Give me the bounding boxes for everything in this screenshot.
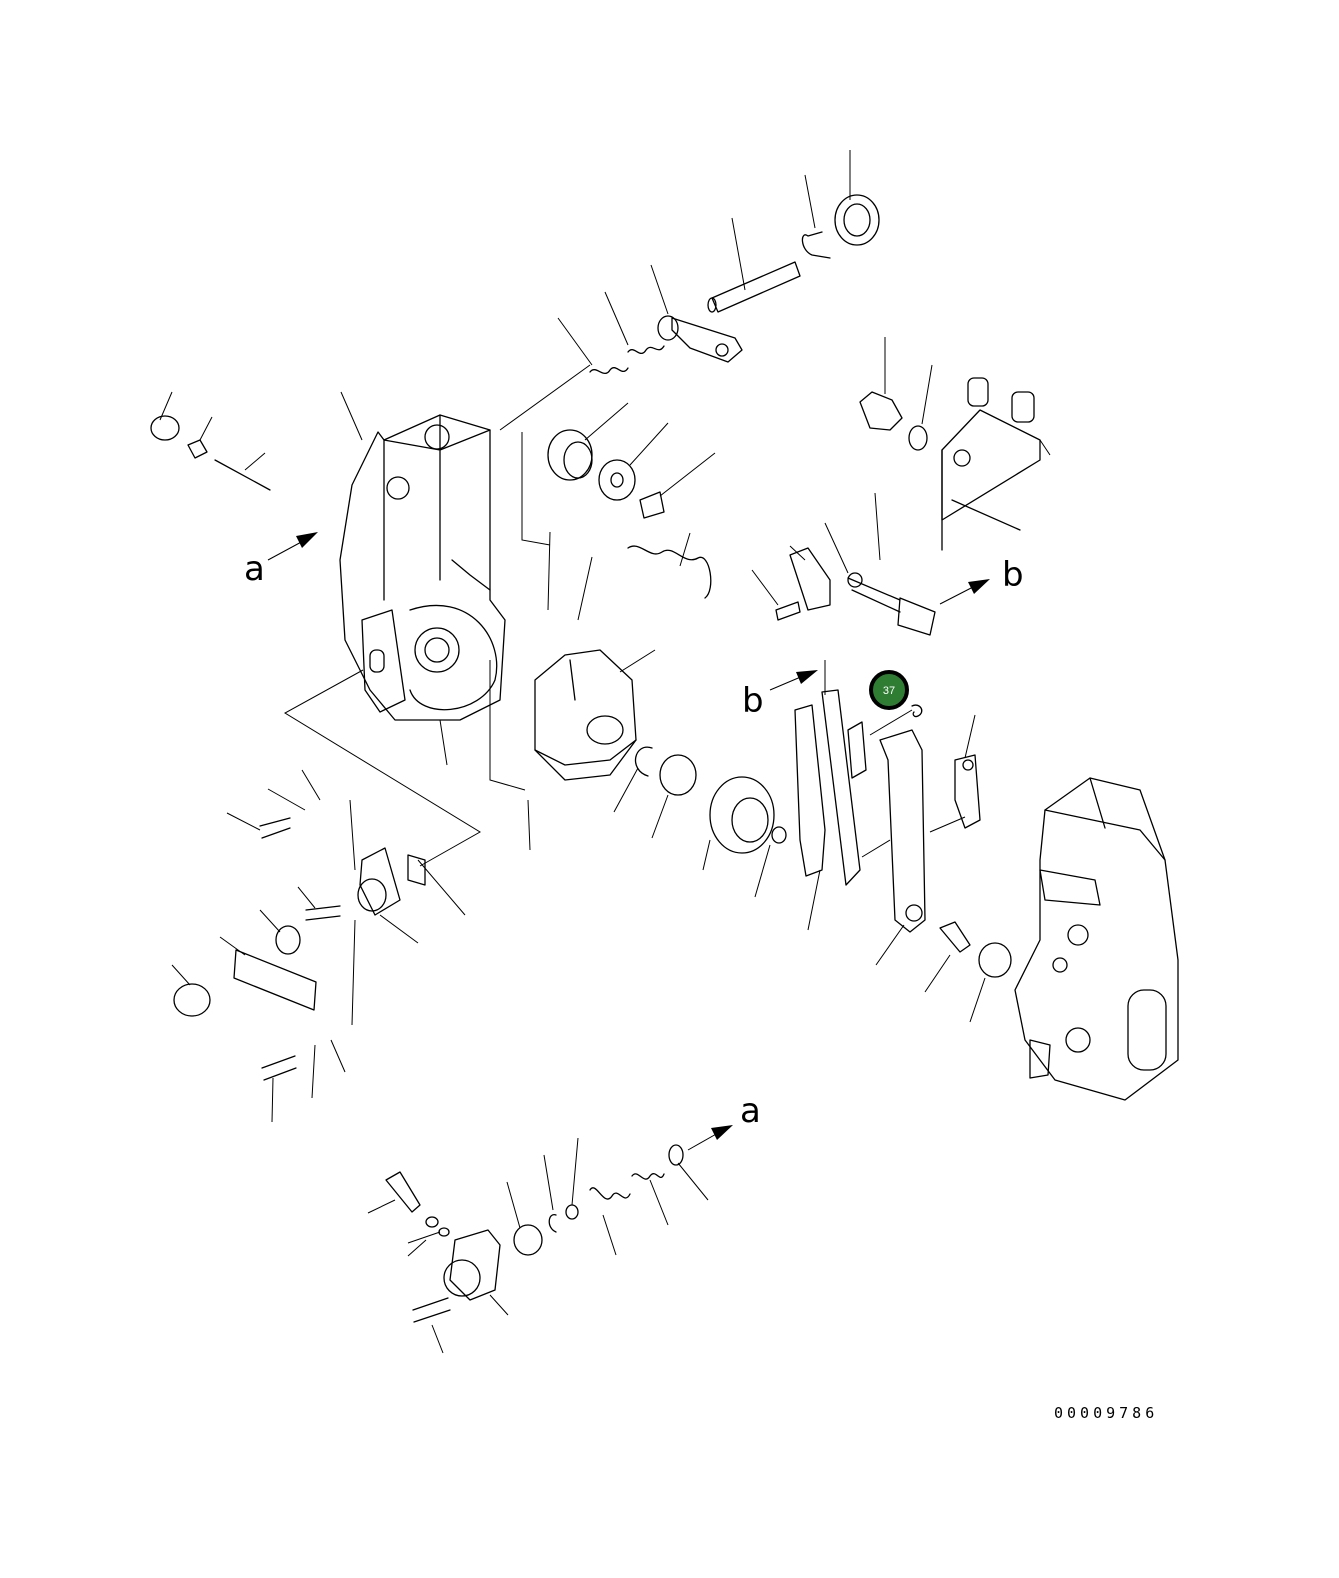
callout-badge-label: 37 — [883, 685, 895, 697]
ref-letter-a-left: a — [244, 549, 265, 589]
reference-arrows — [267, 532, 990, 1151]
callout-badge-circle — [869, 670, 909, 710]
leader-lines — [159, 150, 1051, 1354]
snap-ring-part — [911, 704, 923, 718]
governor-lever-group — [794, 689, 1012, 978]
adjusting-bolt-group — [775, 547, 936, 636]
pump-top-group — [859, 377, 1041, 551]
ref-letter-a-bottom: a — [740, 1091, 761, 1131]
ref-letter-b-middle: b — [742, 681, 764, 721]
left-fastener-group — [150, 415, 426, 1081]
part-callout-37[interactable]: 37 — [869, 670, 909, 710]
flyweight-assembly — [534, 649, 787, 854]
governor-housing-right — [1014, 777, 1179, 1101]
drawing-number: 00009786 — [1054, 1404, 1159, 1422]
bottom-plunger-group — [385, 1144, 684, 1323]
lever-shaft-group — [547, 194, 880, 599]
governor-housing-left — [339, 414, 506, 721]
ref-letter-b-right: b — [1002, 555, 1024, 595]
